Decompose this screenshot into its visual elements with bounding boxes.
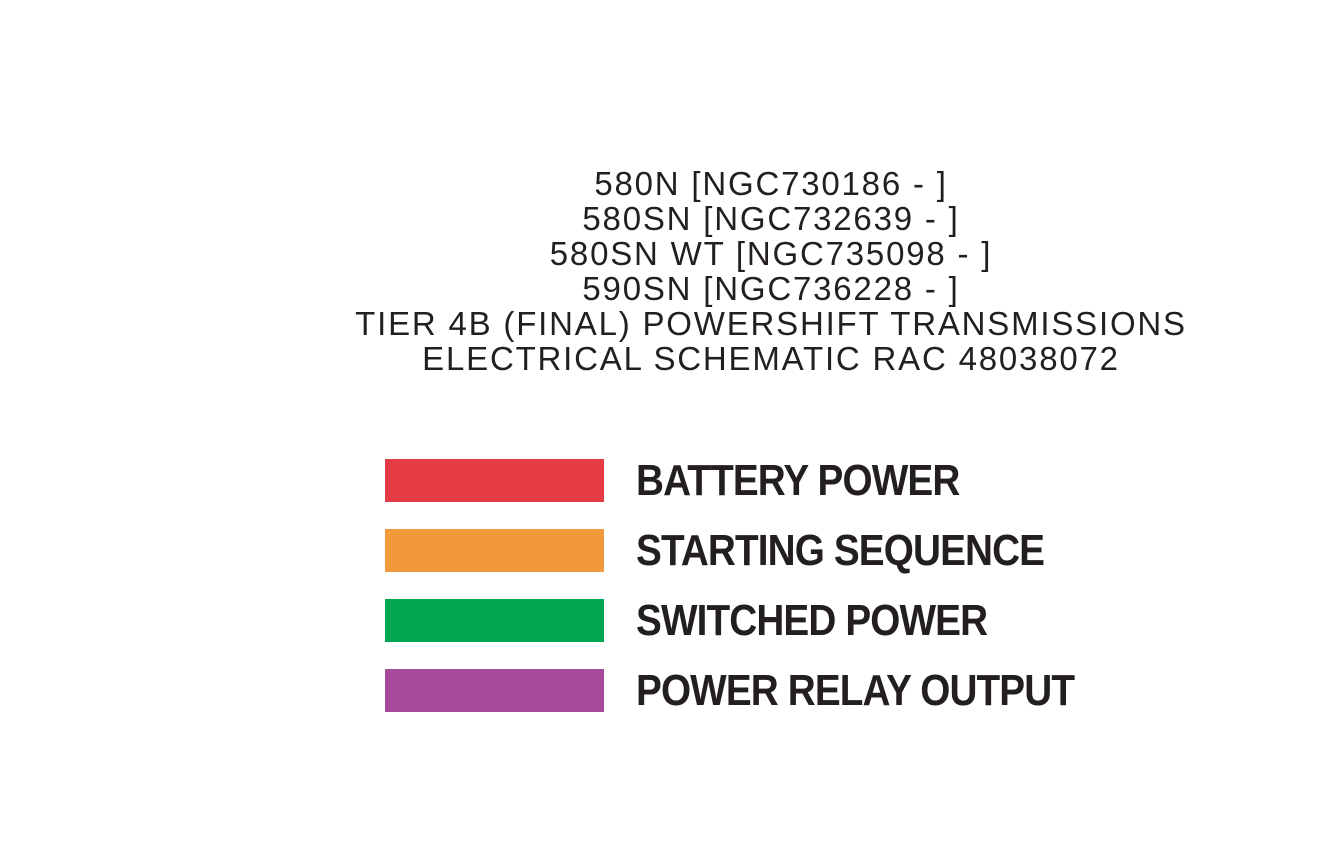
starting-sequence-label: STARTING SEQUENCE xyxy=(636,525,1045,575)
title-line-tier: TIER 4B (FINAL) POWERSHIFT TRANSMISSIONS xyxy=(355,305,1187,342)
title-line-model-590sn: 590SN [NGC736228 - ] xyxy=(582,270,960,307)
legend-row-switched-power: SWITCHED POWER xyxy=(385,596,1134,645)
title-line-model-580sn: 580SN [NGC732639 - ] xyxy=(582,200,960,237)
title-line-model-580snwt: 580SN WT [NGC735098 - ] xyxy=(549,235,993,272)
legend-row-starting-sequence: STARTING SEQUENCE xyxy=(385,526,1134,575)
battery-power-swatch xyxy=(385,459,604,502)
legend-row-battery-power: BATTERY POWER xyxy=(385,456,1134,505)
title-line-schematic-id: ELECTRICAL SCHEMATIC RAC 48038072 xyxy=(422,340,1120,377)
power-relay-output-label: POWER RELAY OUTPUT xyxy=(636,665,1075,715)
legend-row-power-relay-output: POWER RELAY OUTPUT xyxy=(385,666,1134,715)
battery-power-label: BATTERY POWER xyxy=(636,455,960,505)
document-title: 580N [NGC730186 - ] 580SN [NGC732639 - ]… xyxy=(355,166,1187,376)
switched-power-label: SWITCHED POWER xyxy=(636,595,988,645)
starting-sequence-swatch xyxy=(385,529,604,572)
wire-color-legend: BATTERY POWER STARTING SEQUENCE SWITCHED… xyxy=(385,456,1134,715)
switched-power-swatch xyxy=(385,599,604,642)
power-relay-output-swatch xyxy=(385,669,604,712)
title-line-model-580n: 580N [NGC730186 - ] xyxy=(594,165,948,202)
